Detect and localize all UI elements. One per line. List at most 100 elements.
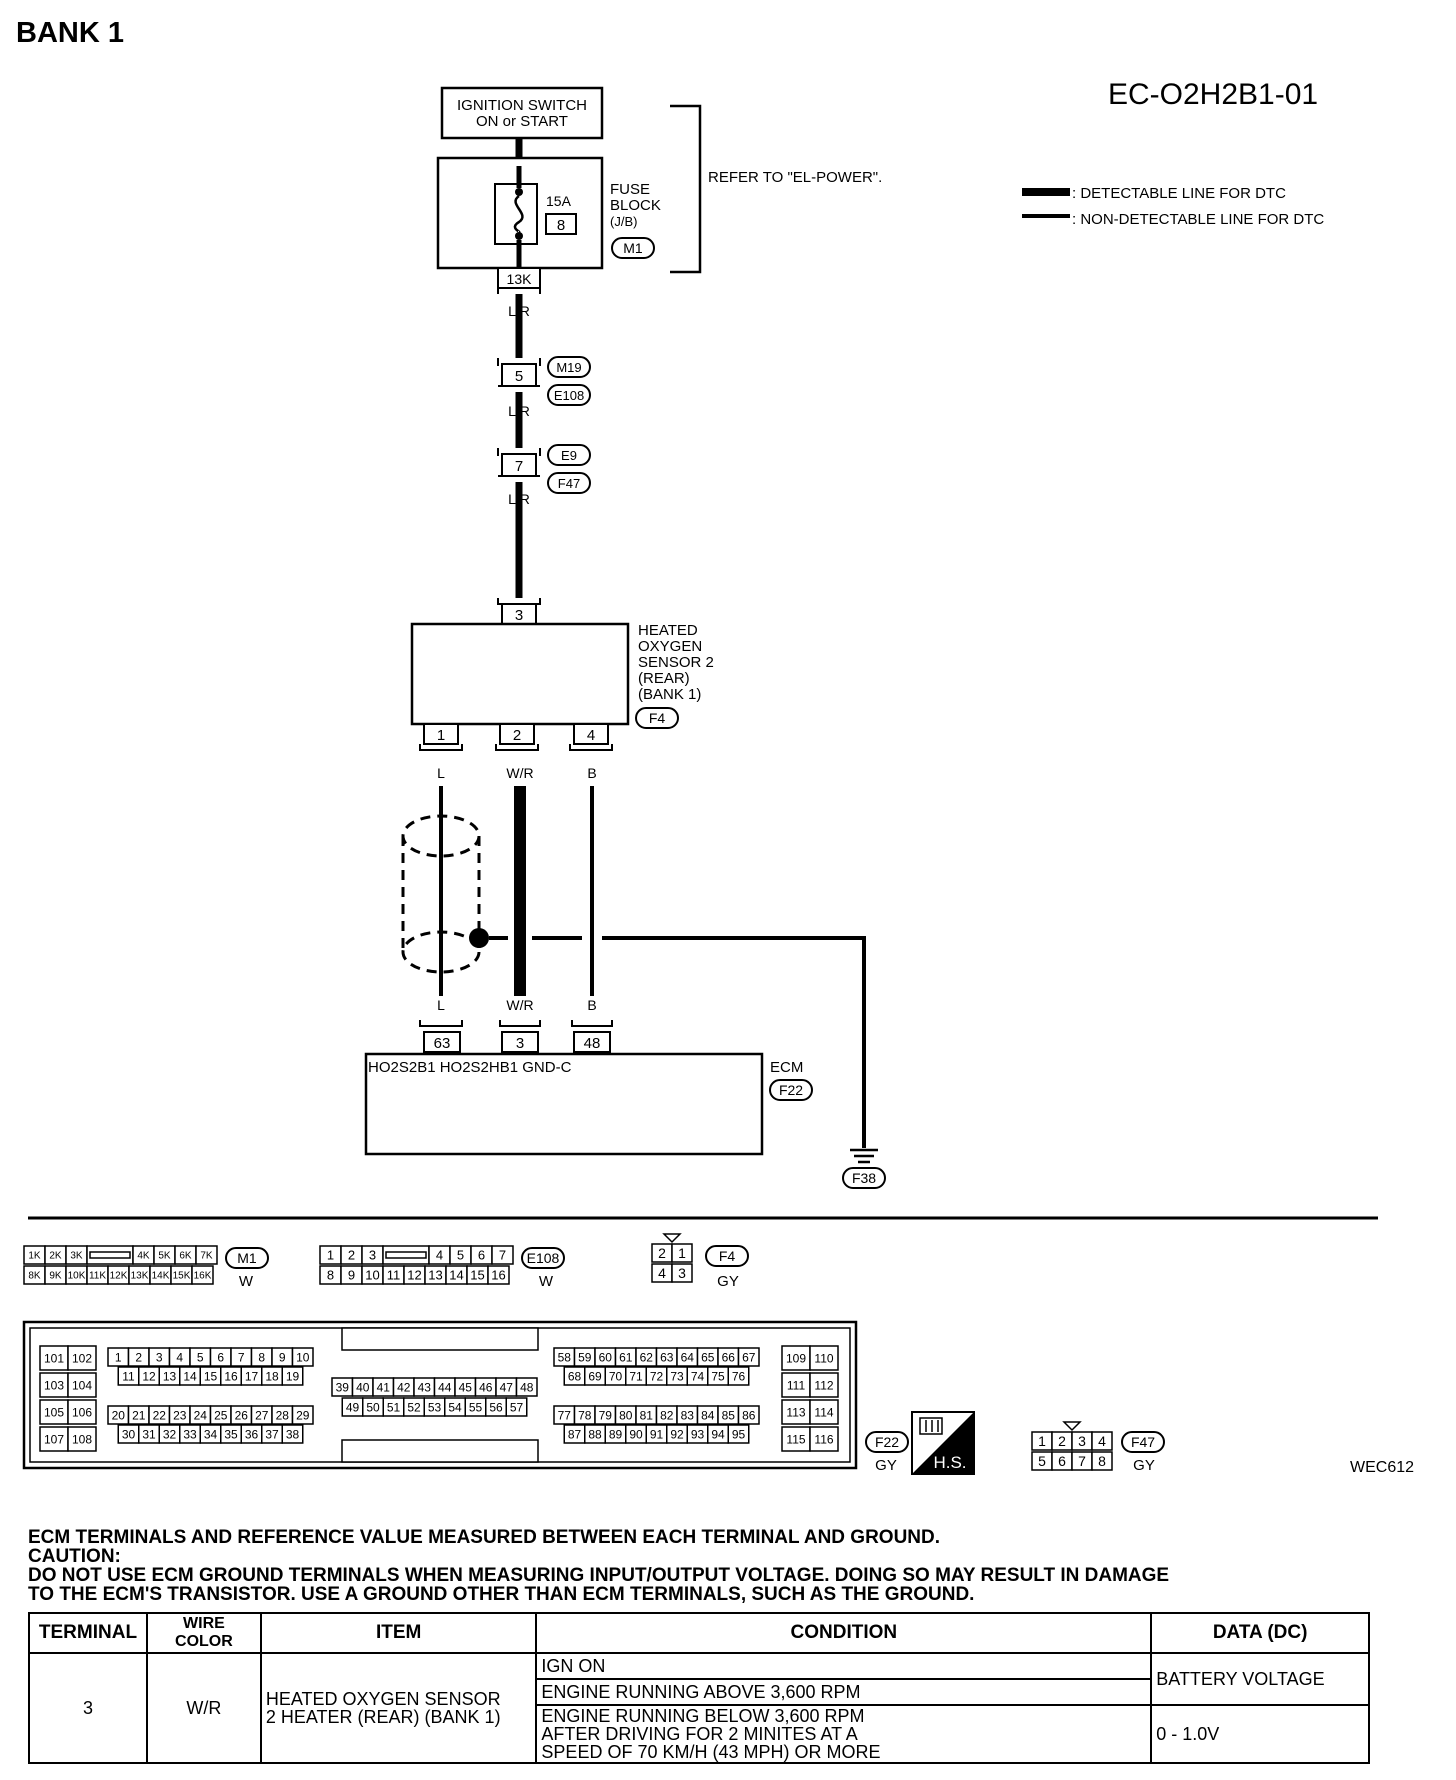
- f22-id: F22: [875, 1434, 899, 1450]
- m1-color: W: [239, 1273, 254, 1290]
- f22-pin: 109: [786, 1351, 806, 1365]
- f22-cell: [809, 1372, 839, 1398]
- f47-tag: [1121, 1431, 1165, 1453]
- f22-cell: [39, 1372, 69, 1398]
- f47-pin: 7: [1078, 1453, 1086, 1469]
- f22-pin: 92: [670, 1427, 684, 1441]
- f47-pin: 2: [1058, 1433, 1066, 1449]
- cell-wire-color: W/R: [145, 1652, 262, 1764]
- cell-condition-1: IGN ON: [535, 1652, 1153, 1680]
- f47-cell: [1091, 1431, 1113, 1451]
- notes-line1: DO NOT USE ECM GROUND TERMINALS WHEN MEA…: [28, 1565, 1170, 1586]
- refer-note: REFER TO "EL-POWER".: [708, 169, 882, 186]
- fuse-icon: [513, 188, 524, 240]
- f47-pin: 1: [1038, 1433, 1046, 1449]
- ignition-switch-line2: ON or START: [476, 113, 568, 130]
- terminal-13k-label: 13K: [507, 271, 533, 287]
- f4-tag: [705, 1245, 749, 1267]
- f22-pin: 89: [609, 1427, 623, 1441]
- m1-pin: 15K: [173, 1271, 191, 1282]
- cell-item-line2: 2 HEATER (REAR) (BANK 1): [265, 1707, 501, 1727]
- f22-pin: 103: [44, 1378, 64, 1392]
- f22-pin: 51: [387, 1400, 401, 1414]
- ecm-notes: ECM TERMINALS AND REFERENCE VALUE MEASUR…: [28, 1528, 1428, 1604]
- f22-cell: [39, 1426, 69, 1452]
- m1-pin: 13K: [131, 1271, 149, 1282]
- f22-pin: 11: [122, 1369, 135, 1383]
- table-row: ENGINE RUNNING ABOVE 3,600 RPM: [29, 1678, 1369, 1706]
- cell-terminal: 3: [28, 1652, 148, 1764]
- f22-pin: 15: [204, 1369, 218, 1383]
- f4-key-icon: [662, 1233, 682, 1244]
- f22-pin: 75: [711, 1369, 725, 1383]
- e108-pin: 12: [407, 1268, 421, 1283]
- f22-pin: 5: [197, 1350, 204, 1364]
- cell-condition-2: ENGINE RUNNING ABOVE 3,600 RPM: [535, 1678, 1153, 1706]
- ignition-switch-line1: IGNITION SWITCH: [457, 97, 587, 114]
- f22-pin: 62: [640, 1350, 654, 1364]
- m1-id: M1: [237, 1250, 257, 1266]
- sensor-terminal-1: 1: [437, 727, 445, 744]
- f22-pin: 56: [489, 1400, 503, 1414]
- f22-pin: 41: [377, 1380, 391, 1394]
- f22-pin: 87: [568, 1427, 582, 1441]
- f22-cell: [67, 1426, 97, 1452]
- m1-pin: 1K: [28, 1251, 41, 1262]
- ecm-terminal-63: 63: [434, 1035, 451, 1052]
- sensor-wire-l: L: [437, 765, 445, 781]
- f47-pin: 6: [1058, 1453, 1066, 1469]
- cell-data-1: BATTERY VOLTAGE: [1150, 1652, 1370, 1706]
- e108-pin: 2: [348, 1248, 355, 1263]
- f4-pin: 3: [678, 1265, 686, 1281]
- m1-cell: [191, 1265, 214, 1285]
- table-row: ENGINE RUNNING BELOW 3,600 RPM AFTER DRI…: [29, 1704, 1370, 1764]
- f22-pin: 114: [814, 1405, 833, 1419]
- ecm-wire-b: B: [587, 997, 596, 1013]
- joint1-terminal: 5: [515, 368, 523, 385]
- f22-pin: 22: [153, 1408, 167, 1422]
- f22-cell: [809, 1345, 839, 1371]
- f22-pin: 49: [346, 1400, 360, 1414]
- f22-pin: 64: [681, 1350, 695, 1364]
- f4-color: GY: [717, 1273, 739, 1290]
- m1-pin: 11K: [89, 1271, 106, 1282]
- e108-tag: [521, 1247, 565, 1269]
- f22-pin: 43: [418, 1380, 432, 1394]
- f22-color: GY: [875, 1457, 897, 1474]
- joint-connector-1: 5 M19 E108: [497, 356, 591, 406]
- e108-color: W: [539, 1273, 554, 1290]
- f47-pin: 8: [1098, 1453, 1106, 1469]
- ecm-terminal-table: TERMINAL WIRE COLOR ITEM CONDITION DATA …: [28, 1612, 1370, 1764]
- sensor-ecm-wires: [439, 786, 594, 996]
- f22-pin: 39: [336, 1380, 350, 1394]
- f22-pin: 40: [356, 1380, 370, 1394]
- bank-title: BANK 1: [16, 17, 124, 49]
- sensor-connector: F4: [649, 710, 666, 726]
- wire-color-top: L/R: [508, 303, 530, 319]
- f22-cell: [67, 1345, 97, 1371]
- f22-pin: 7: [238, 1350, 245, 1364]
- f22-pin: 47: [500, 1380, 514, 1394]
- figure-code: WEC612: [1350, 1459, 1414, 1476]
- e108-pin: 11: [387, 1268, 401, 1283]
- f22-pin: 17: [245, 1369, 259, 1383]
- header-terminal: TERMINAL: [28, 1612, 148, 1654]
- legend-non-detectable: : NON-DETECTABLE LINE FOR DTC: [1072, 211, 1324, 228]
- f22-pin: 18: [265, 1369, 279, 1383]
- f4-id: F4: [719, 1248, 736, 1264]
- e108-key: [385, 1251, 427, 1259]
- m1-pin: 14K: [152, 1271, 170, 1282]
- f22-pin: 52: [407, 1400, 421, 1414]
- f22-pin: 46: [479, 1380, 493, 1394]
- fuse-block-label-3: (J/B): [610, 214, 637, 229]
- sensor-label-2: OXYGEN: [638, 638, 702, 655]
- f22-cell: [737, 1405, 760, 1425]
- wire-color-mid: L/R: [508, 403, 530, 419]
- ignition-switch: IGNITION SWITCH ON or START: [440, 86, 604, 140]
- m1-pin: 4K: [137, 1251, 150, 1262]
- f4-cell: [671, 1243, 693, 1263]
- e108-cell: [382, 1245, 430, 1265]
- table-header-row: TERMINAL WIRE COLOR ITEM CONDITION DATA …: [28, 1612, 1370, 1654]
